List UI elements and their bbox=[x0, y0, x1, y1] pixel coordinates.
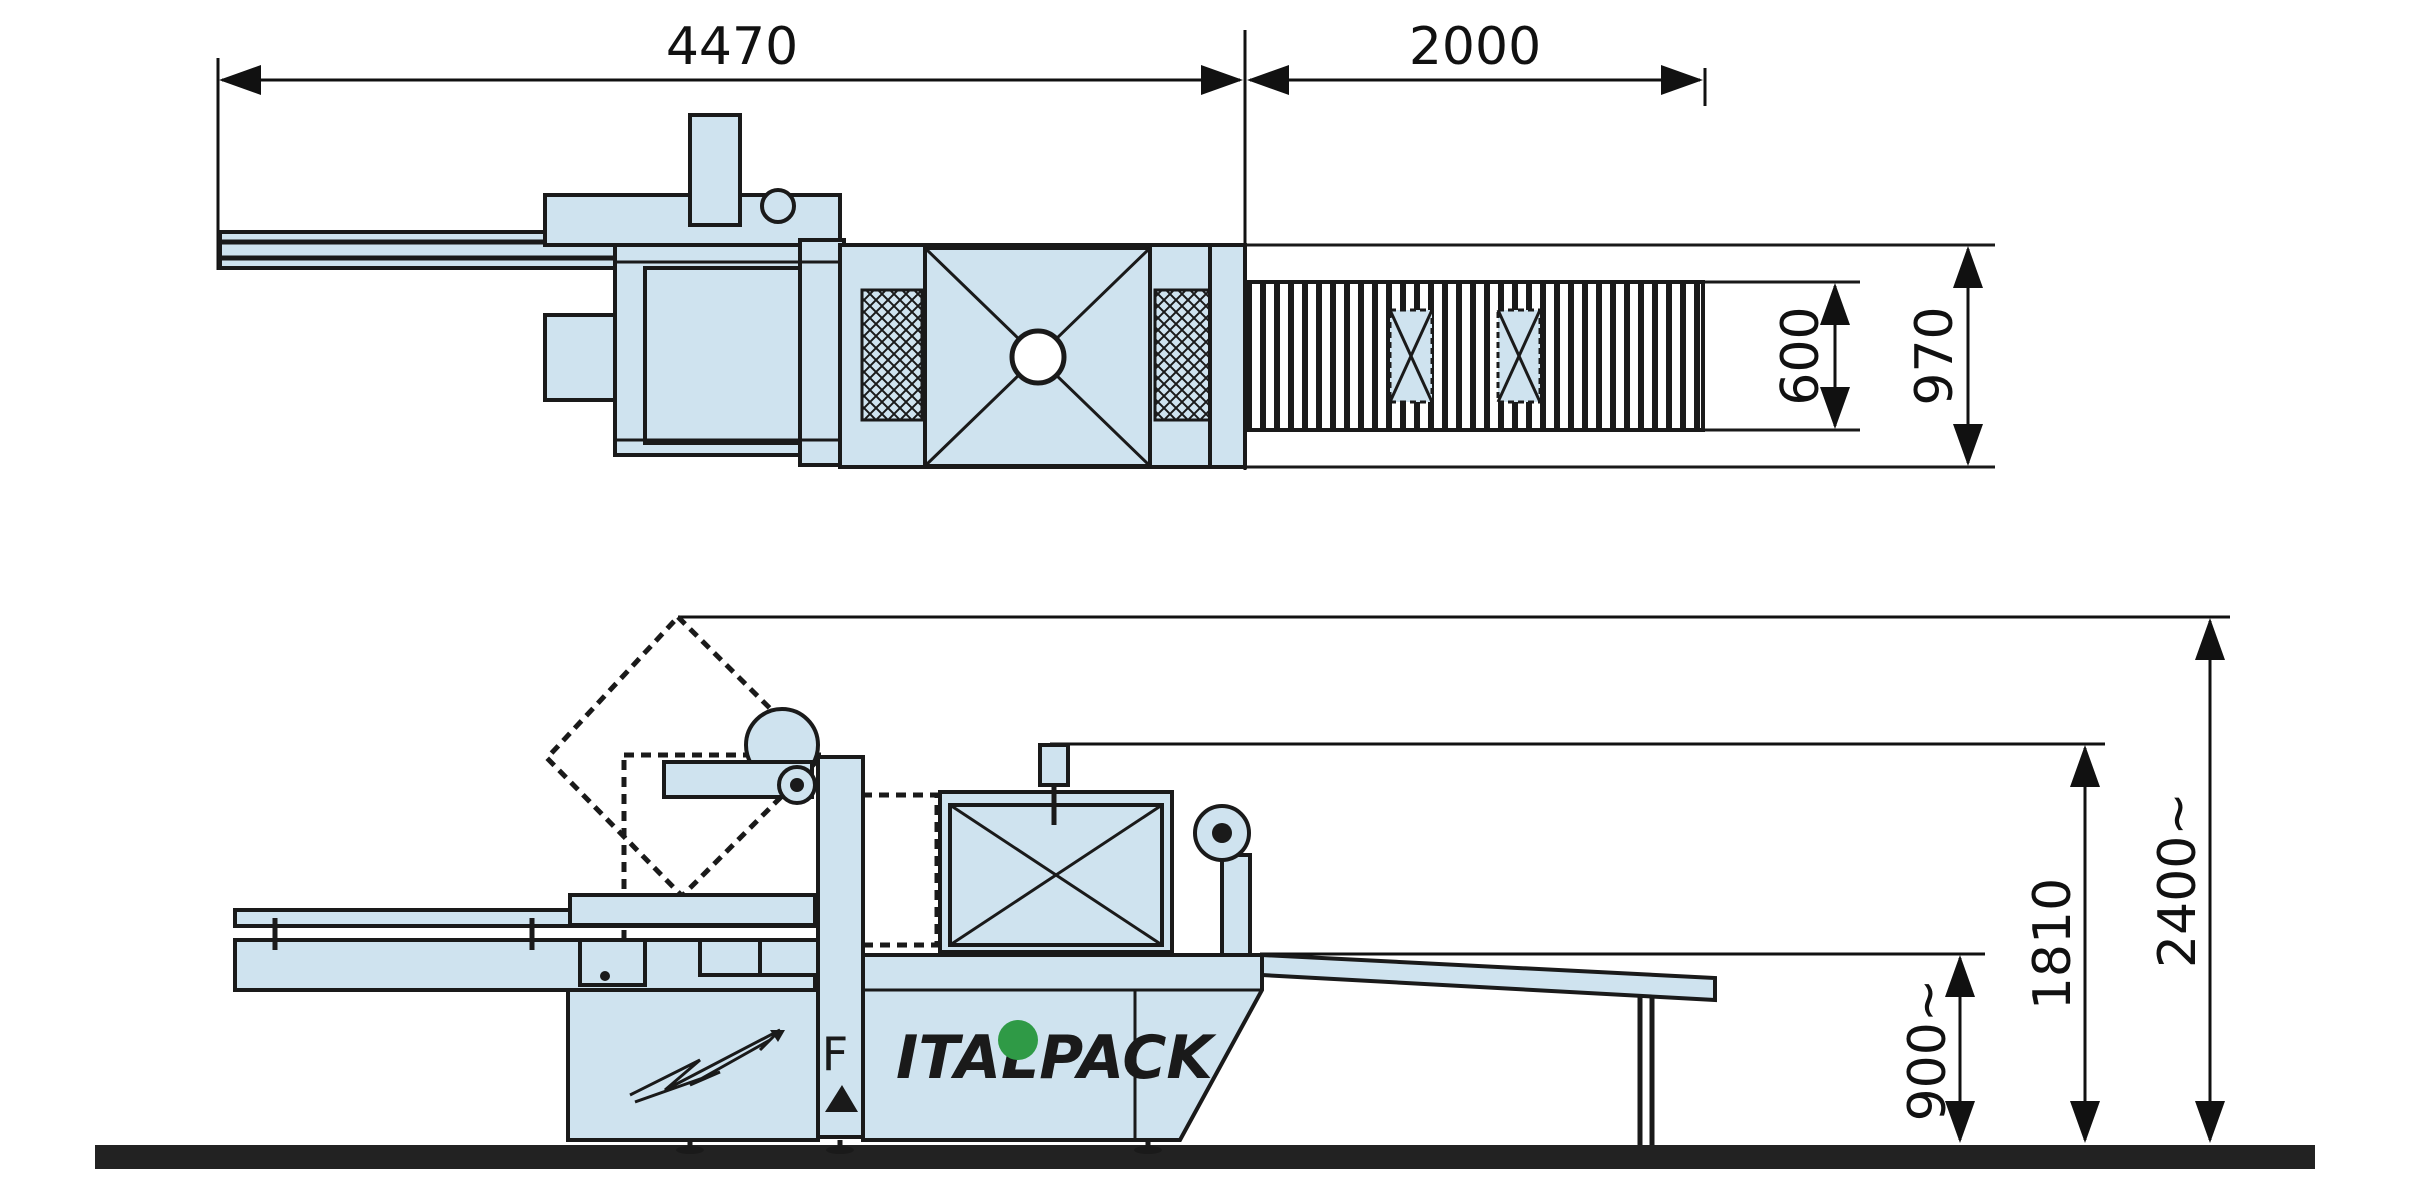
floor-line bbox=[95, 1145, 2315, 1169]
dimension-length-right: 2000 bbox=[1247, 17, 1707, 106]
dimension-overall-width: 970 bbox=[1905, 246, 1983, 466]
exhaust-fan-side bbox=[1193, 804, 1252, 957]
dimension-max-height: 2400~ bbox=[2148, 618, 2225, 1143]
dimension-label-970: 970 bbox=[1905, 306, 1965, 405]
side-view: F ITALPACK bbox=[95, 613, 2315, 1169]
dimension-label-4470: 4470 bbox=[666, 17, 798, 77]
outfeed-table-side bbox=[1260, 952, 1717, 1145]
dimension-label-1810: 1810 bbox=[2023, 878, 2083, 1010]
shrink-tunnel-top bbox=[838, 243, 1247, 469]
brand-logo-text: ITALPACK bbox=[896, 1023, 1217, 1093]
dimension-conveyor-width: 600 bbox=[1771, 283, 1850, 429]
shrink-tunnel-side bbox=[938, 743, 1174, 954]
outfeed-conveyor-top bbox=[1245, 243, 1995, 469]
dimension-label-600: 600 bbox=[1771, 306, 1831, 405]
machine-feet bbox=[676, 1140, 1162, 1154]
dimension-machine-height: 1810 bbox=[2023, 745, 2100, 1143]
top-view: 4470 2000 bbox=[216, 17, 1995, 470]
brand-accent-mark bbox=[998, 1020, 1038, 1060]
dimension-label-900: 900~ bbox=[1898, 979, 1958, 1122]
panel-letter: F bbox=[822, 1027, 848, 1081]
dimension-label-2000: 2000 bbox=[1409, 17, 1541, 77]
infeed-conveyor-side bbox=[233, 893, 822, 992]
dimension-length-left: 4470 bbox=[216, 17, 1247, 470]
machine-base: F ITALPACK bbox=[566, 953, 1264, 1142]
sealing-head-side bbox=[662, 707, 865, 1139]
dimension-infeed-height: 900~ bbox=[1898, 955, 1975, 1143]
sealing-unit-top bbox=[543, 113, 847, 467]
dimension-label-2400: 2400~ bbox=[2148, 792, 2208, 968]
